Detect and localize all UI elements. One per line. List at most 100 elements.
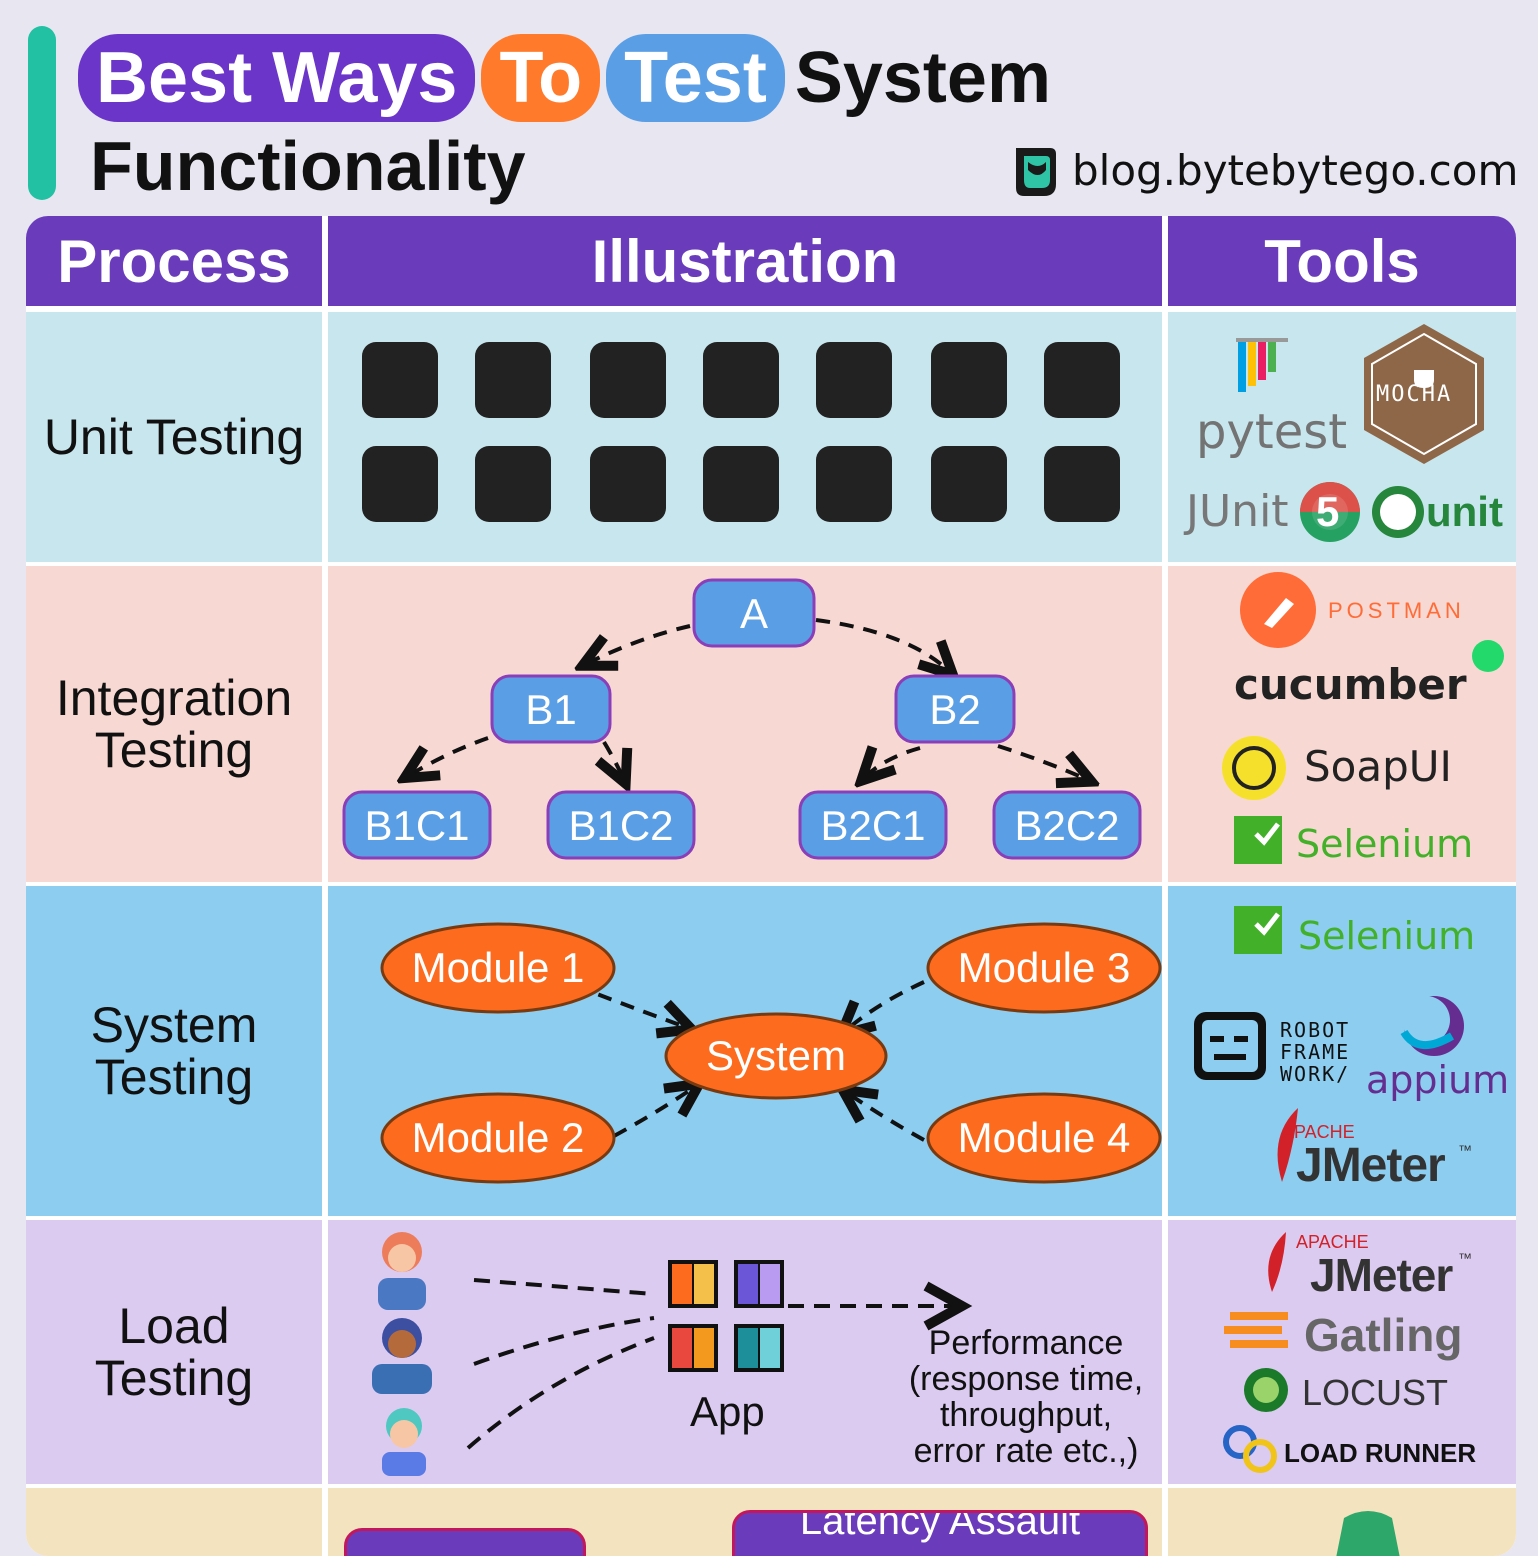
jmeter-feather-icon [1268,1232,1286,1292]
node-b2-box [894,674,1016,744]
unit-block [1044,446,1120,522]
title-best-ways: Best Ways [78,34,476,122]
tool-postman: POSTMAN [1328,598,1465,623]
user-icon-1 [378,1232,426,1310]
edge-b2-b2c2 [997,744,1088,780]
module-4: Module 4 [957,1114,1131,1161]
edge-user2-app [473,1316,655,1366]
tool-junit-5: 5 [1316,488,1340,535]
title-functionality: Functionality [90,127,526,205]
bytebytego-logo-icon [1016,148,1056,196]
accent-bar [28,26,56,200]
brand-url[interactable]: blog.bytebytego.com [1072,145,1519,195]
unit-block [931,446,1007,522]
appium-icon [1400,996,1464,1056]
load-label-line1: Load [118,1298,230,1354]
integration-label-line1: Integration [55,670,293,726]
edge-m2-system [613,1086,696,1138]
node-b1c2-box [546,790,696,860]
unit-block [590,446,666,522]
integration-tree [342,578,1142,860]
chaos-node-left [344,1528,586,1556]
header-tools: Tools [1168,216,1516,306]
tool-apache-label: APACHE [1282,1122,1355,1142]
tool-cucumber: cucumber [1234,660,1467,709]
node-b2c1-box [798,790,948,860]
module-2-shape [380,1092,616,1184]
performance-line-3: throughput, [939,1396,1113,1434]
module-2: Module 2 [411,1114,585,1161]
node-b2c2: B2C2 [1014,802,1120,849]
tool-frame: FRAME [1280,1040,1351,1064]
tool-selenium-system: Selenium [1298,914,1476,958]
title-test: Test [606,34,785,122]
row-label-chaos [26,1488,322,1556]
unit-label-text: Unit Testing [43,409,305,465]
title-to: To [481,34,601,122]
load-tools-logos [1223,1232,1288,1473]
edge-m3-system [844,980,925,1032]
edge-m4-system [846,1092,925,1142]
brand[interactable]: blog.bytebytego.com [1010,140,1518,200]
header-illustration: Illustration [328,216,1162,306]
chaos-illustration: Latency Assault [328,1488,1162,1556]
latency-assault-node: Latency Assault [732,1510,1148,1556]
junit5-icon [1300,482,1360,542]
testing-table: Process Illustration Tools Unit Testing [26,216,1516,1556]
system-label-line1: System [90,997,258,1053]
tool-soapui: SoapUI [1304,742,1452,791]
postman-icon [1240,572,1316,648]
row-label-system: System Testing [26,886,322,1216]
module-1-shape [380,922,616,1014]
loadrunner-icon [1223,1425,1277,1473]
system-illustration: Module 1 Module 3 Module 2 Module 4 Syst… [328,886,1162,1216]
title-line-1: Best Ways To Test System [78,28,1051,128]
title-system: System [794,38,1051,118]
unit-block [362,446,438,522]
tool-nunit: unit [1426,488,1503,535]
integration-tools: POSTMAN cucumber SoapUI Selenium [1168,566,1516,882]
integration-label-line2: Testing [94,722,254,778]
tool-jmeter-tm-load: ™ [1458,1250,1472,1266]
load-illustration: App Performance (response time, throughp… [328,1220,1162,1484]
tool-mocha: MOCHA [1376,382,1453,407]
unit-block [475,342,551,418]
unit-block [816,446,892,522]
edge-b1-b1c1 [408,736,489,776]
node-b1c1-box [342,790,492,860]
node-b1-box [490,674,612,744]
node-a-box [692,578,816,648]
user-icon-2 [372,1318,432,1394]
performance-line-2: (response time, [908,1360,1144,1398]
edge-b1-b1c2 [604,740,624,780]
integration-tools-logos [1222,572,1504,864]
tool-selenium: Selenium [1296,822,1474,866]
tool-appium: appium [1366,1058,1510,1102]
unit-block [816,342,892,418]
row-label-load: Load Testing [26,1220,322,1484]
performance-line-1: Performance [928,1324,1124,1362]
unit-block [703,446,779,522]
node-b2c2-box [992,790,1142,860]
unit-block [1044,342,1120,418]
module-3-shape [926,922,1162,1014]
unit-block [590,342,666,418]
app-icon [668,1260,784,1372]
edge-a-b1 [586,624,691,664]
load-label-line2: Testing [94,1350,254,1406]
gatling-icon [1224,1312,1288,1348]
edge-a-b2 [815,618,950,672]
tool-junit: JUnit [1186,486,1289,537]
node-b2c1: B2C1 [820,802,926,849]
node-b1c1: B1C1 [364,802,470,849]
module-4-shape [926,1092,1162,1184]
system-label-line2: Testing [94,1049,254,1105]
unit-blocks [362,342,1120,522]
tool-gatling: Gatling [1304,1309,1463,1361]
cucumber-icon [1472,640,1504,672]
unit-tools-logos [1236,324,1484,542]
mocha-icon [1364,324,1484,464]
unit-block [362,342,438,418]
system-node: System [705,1032,847,1079]
row-label-unit: Unit Testing [26,312,322,562]
